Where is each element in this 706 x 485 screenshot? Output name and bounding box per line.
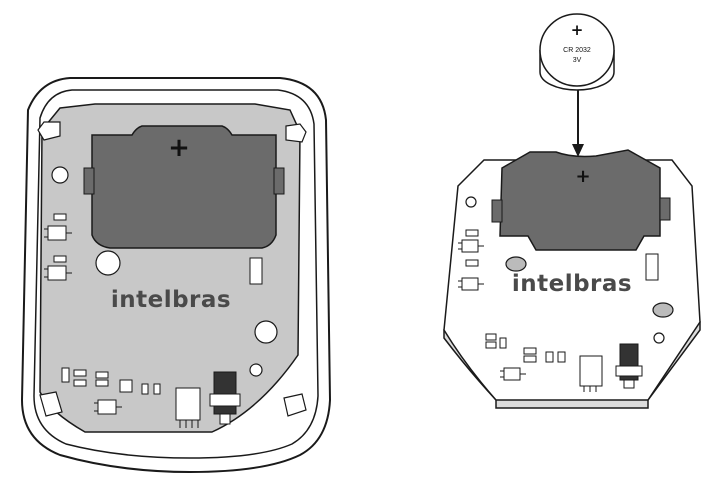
transistor-leads xyxy=(44,228,199,428)
left-module: + intelbras xyxy=(20,77,332,474)
insert-arrow-icon xyxy=(572,90,584,157)
mount-hole xyxy=(652,302,674,318)
switch-component xyxy=(615,343,643,389)
mount-hole xyxy=(249,363,263,377)
switch-component xyxy=(209,371,241,425)
corner-clip xyxy=(37,121,307,417)
coin-cell-model: CR 2032 xyxy=(563,47,591,54)
mount-hole xyxy=(505,256,527,272)
coin-cell-polarity: + xyxy=(571,21,584,39)
mount-hole xyxy=(653,332,665,344)
coin-cell-voltage: 3V xyxy=(573,57,582,64)
polarity-mark-right: + xyxy=(575,166,590,187)
mount-hole xyxy=(51,166,69,184)
mount-hole xyxy=(254,320,278,344)
mount-hole xyxy=(95,250,121,276)
brand-logo-right: intelbras xyxy=(512,271,632,297)
battery-holder-left xyxy=(91,125,277,249)
brand-logo-left: intelbras xyxy=(111,287,231,313)
polarity-mark-left: + xyxy=(168,133,190,163)
right-module: + CR 2032 3V + intelbras xyxy=(443,13,701,409)
mount-hole xyxy=(465,196,477,208)
coin-cell-battery: + CR 2032 3V xyxy=(539,13,615,91)
battery-holder-right xyxy=(499,149,661,251)
smd-component xyxy=(47,213,263,421)
transistor-leads xyxy=(458,242,597,392)
smd-component xyxy=(461,229,659,387)
